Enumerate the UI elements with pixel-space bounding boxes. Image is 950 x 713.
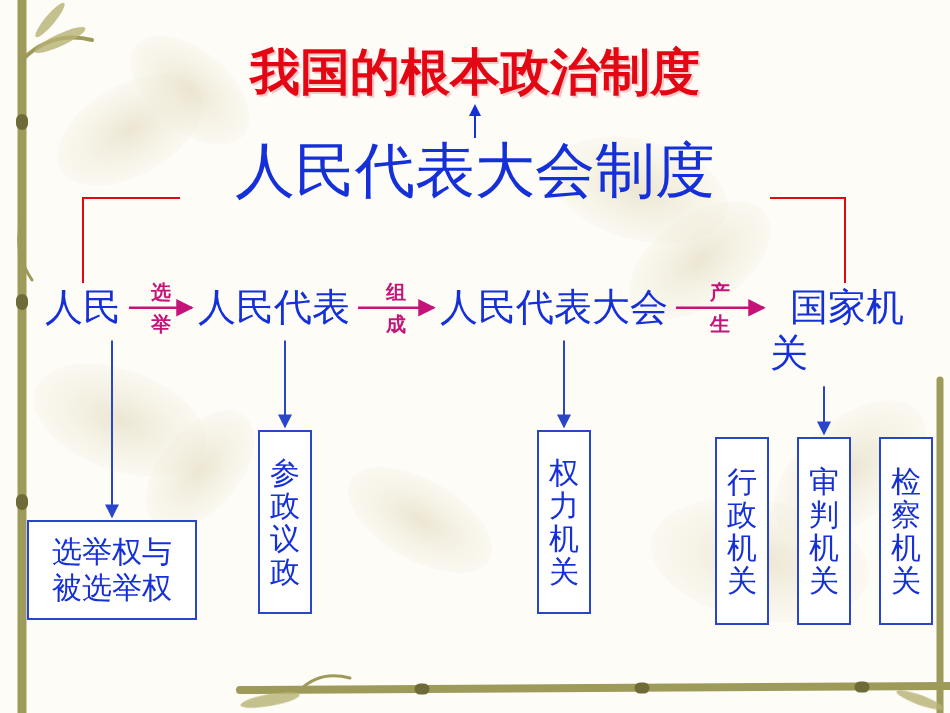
organ-box: 检察机关 bbox=[879, 437, 933, 625]
function-box: 选举权与被选举权 bbox=[27, 520, 197, 620]
edge-label: 产生 bbox=[710, 276, 730, 340]
flow-term: 国家机关 bbox=[770, 285, 920, 376]
flow-term: 人民代表 bbox=[198, 285, 350, 331]
arrow-connector bbox=[111, 341, 113, 517]
organ-box: 行政机关 bbox=[715, 437, 769, 625]
bracket-line bbox=[83, 198, 180, 283]
edge-label: 选举 bbox=[151, 276, 171, 340]
bracket-line bbox=[770, 198, 845, 283]
edge-label: 组成 bbox=[386, 276, 406, 340]
node-text: 权力机关 bbox=[549, 456, 579, 588]
node-text: 人民代表大会制度 bbox=[235, 134, 715, 206]
node-text: 参政议政 bbox=[270, 456, 300, 588]
function-box: 参政议政 bbox=[258, 430, 312, 614]
arrow-connector bbox=[823, 386, 825, 434]
node-text: 人民 bbox=[45, 285, 121, 331]
node-text: 行政机关 bbox=[727, 465, 757, 597]
arrow-connector bbox=[676, 307, 764, 310]
title-arrow bbox=[469, 104, 481, 138]
node-text: 国家机关 bbox=[770, 285, 920, 376]
flow-term: 人民 bbox=[45, 285, 121, 331]
function-box: 权力机关 bbox=[537, 430, 591, 614]
arrow-connector bbox=[563, 341, 565, 427]
node-text: 人民代表 bbox=[198, 285, 350, 331]
arrow-connector bbox=[284, 341, 286, 427]
node-text: 选举权与被选举权 bbox=[43, 534, 181, 606]
arrow-connector bbox=[358, 307, 434, 310]
bamboo-border bbox=[19, 0, 950, 713]
diagram-title: 我国的根本政治制度 bbox=[0, 42, 950, 102]
flower-watermark bbox=[18, 14, 950, 638]
node-text: 审判机关 bbox=[809, 465, 839, 597]
system-heading: 人民代表大会制度 bbox=[180, 134, 770, 206]
node-text: 人民代表大会 bbox=[440, 285, 668, 331]
organ-box: 审判机关 bbox=[797, 437, 851, 625]
arrow-connector bbox=[129, 307, 192, 310]
node-text: 检察机关 bbox=[891, 465, 921, 597]
flow-term: 人民代表大会 bbox=[440, 285, 668, 331]
